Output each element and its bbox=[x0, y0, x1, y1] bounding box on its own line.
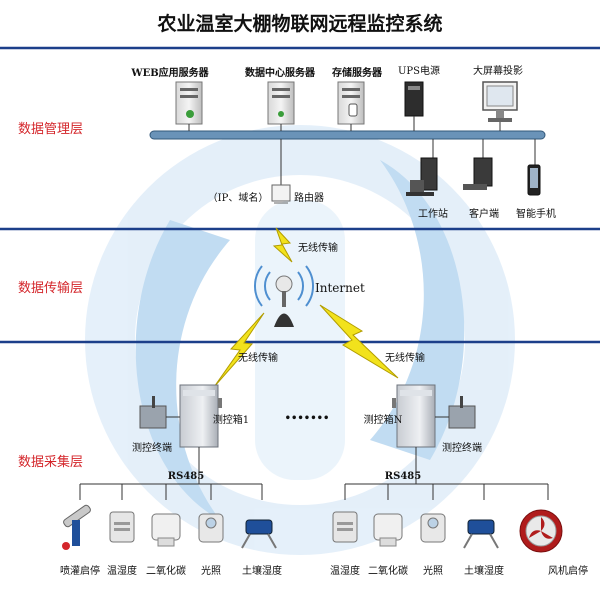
layer-label-management: 数据管理层 bbox=[18, 122, 83, 137]
sensor-label-left-3: 光照 bbox=[201, 564, 221, 577]
fan-icon bbox=[519, 509, 563, 553]
light-sensor-icon-right bbox=[420, 513, 446, 543]
label-data-center-server: 数据中心服务器 bbox=[245, 66, 316, 79]
storage-server-icon bbox=[337, 81, 365, 125]
watermark-logo bbox=[85, 125, 515, 555]
internet-antenna-icon bbox=[253, 265, 315, 327]
temp-humidity-sensor-icon-left bbox=[109, 511, 135, 543]
label-terminal-left: 测控终端 bbox=[132, 441, 172, 454]
sensor-label-left-2: 二氧化碳 bbox=[146, 564, 186, 577]
ellipsis-dots: ••••••• bbox=[285, 413, 330, 424]
sensor-label-right-0: 温湿度 bbox=[330, 564, 360, 577]
web-server-icon bbox=[175, 81, 203, 125]
label-internet: Internet bbox=[315, 281, 365, 295]
co2-sensor-icon-right bbox=[373, 513, 403, 547]
soil-moisture-sensor-icon-right bbox=[463, 519, 499, 549]
sensor-label-left-0: 喷灌启停 bbox=[60, 564, 100, 577]
page-title: 农业温室大棚物联网远程监控系统 bbox=[156, 12, 442, 35]
label-web-server: WEB应用服务器 bbox=[130, 66, 209, 79]
client-icon bbox=[463, 157, 493, 190]
workstation-icon bbox=[406, 157, 438, 196]
sensor-label-right-3: 土壤湿度 bbox=[464, 564, 504, 577]
ups-icon bbox=[404, 81, 424, 117]
label-phone: 智能手机 bbox=[516, 207, 556, 220]
label-projector: 大屏幕投影 bbox=[473, 64, 523, 77]
label-storage-server: 存储服务器 bbox=[332, 66, 383, 79]
temp-humidity-sensor-icon-right bbox=[332, 511, 358, 543]
projector-icon bbox=[482, 81, 518, 122]
co2-sensor-icon-left bbox=[151, 513, 181, 547]
label-wireless-right: 无线传输 bbox=[385, 351, 425, 364]
label-ip-domain: （IP、域名） bbox=[208, 191, 269, 204]
control-cabinet-1 bbox=[179, 384, 222, 448]
label-wireless-left: 无线传输 bbox=[238, 351, 278, 364]
sensor-label-right-2: 光照 bbox=[423, 564, 443, 577]
sensor-label-right-4: 风机启停 bbox=[548, 564, 588, 577]
backbone-bus bbox=[149, 130, 546, 140]
lightning-bolt-icon-right bbox=[319, 304, 399, 379]
sprinkler-valve-icon bbox=[62, 504, 91, 550]
sensor-label-right-1: 二氧化碳 bbox=[368, 564, 408, 577]
label-wireless-top: 无线传输 bbox=[298, 241, 338, 254]
label-rs485-left: RS485 bbox=[168, 471, 204, 482]
lightning-bolt-icon-top bbox=[272, 227, 293, 263]
layer-label-collection: 数据采集层 bbox=[18, 454, 83, 470]
label-rs485-right: RS485 bbox=[385, 471, 421, 482]
label-cabinet-1: 测控箱1 bbox=[213, 413, 249, 426]
control-cabinet-n bbox=[392, 384, 436, 448]
label-terminal-right: 测控终端 bbox=[442, 441, 482, 454]
sensor-label-left-4: 土壤湿度 bbox=[242, 564, 282, 577]
router-icon bbox=[271, 184, 291, 204]
sensor-label-left-1: 温湿度 bbox=[107, 564, 137, 577]
smartphone-icon bbox=[527, 164, 541, 196]
label-ups: UPS电源 bbox=[398, 64, 440, 77]
soil-moisture-sensor-icon-left bbox=[241, 519, 277, 549]
layer-label-transmission: 数据传输层 bbox=[18, 280, 83, 296]
label-client: 客户端 bbox=[469, 207, 499, 220]
label-workstation: 工作站 bbox=[418, 207, 448, 220]
light-sensor-icon-left bbox=[198, 513, 224, 543]
label-cabinet-n: 测控箱N bbox=[364, 413, 403, 426]
data-center-server-icon bbox=[267, 81, 295, 125]
label-router: 路由器 bbox=[294, 191, 324, 204]
